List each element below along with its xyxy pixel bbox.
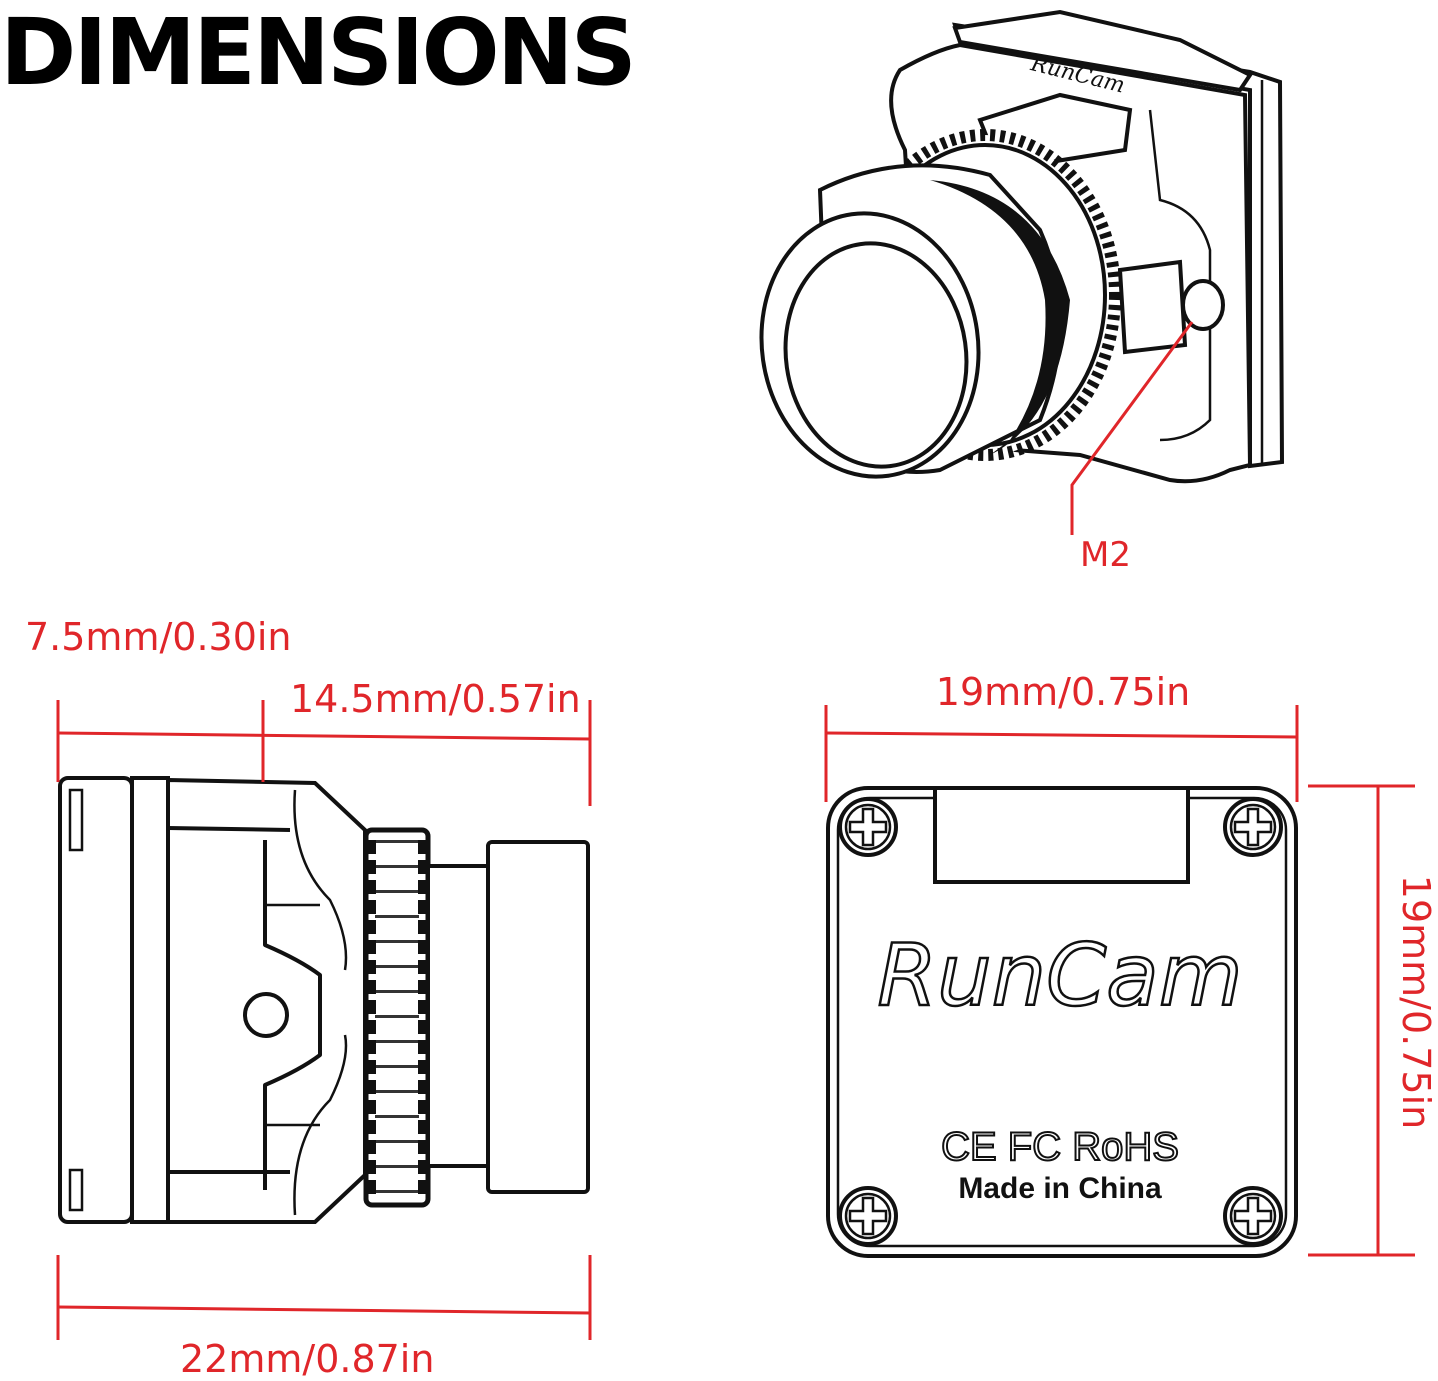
connector-window xyxy=(933,786,1190,884)
back-logo: RunCam xyxy=(877,926,1242,1026)
m2-label: M2 xyxy=(1080,535,1131,575)
side-pcb xyxy=(130,776,170,1224)
back-width-label: 19mm/0.75in xyxy=(936,670,1190,714)
side-screw-hole xyxy=(243,992,289,1038)
side-lens-cap xyxy=(486,840,590,1194)
front-depth-label: 7.5mm/0.30in xyxy=(25,615,292,659)
certification-marks: CE FC RoHS xyxy=(941,1125,1179,1169)
m2-callout-line xyxy=(1070,321,1194,535)
total-length-label: 22mm/0.87in xyxy=(180,1337,434,1381)
screw-icon xyxy=(1223,797,1283,857)
lens-glass xyxy=(783,241,969,469)
screw-icon xyxy=(838,1186,898,1246)
m2-screw-hole xyxy=(1181,279,1225,331)
made-in-label: Made in China xyxy=(958,1172,1162,1205)
connector xyxy=(952,9,1253,93)
back-height-label: 19mm/0.75in xyxy=(1394,875,1438,1129)
lens-front xyxy=(759,211,981,479)
page-title: DIMENSIONS xyxy=(0,0,634,106)
screws xyxy=(838,797,1283,1246)
lens-depth-label: 14.5mm/0.57in xyxy=(290,677,581,721)
bracket-side xyxy=(1117,259,1188,355)
camera-perspective-view: RunCam M2 xyxy=(759,9,1285,575)
camera-side-view: 7.5mm/0.30in 14.5mm/0.57in 22mm/0.87in xyxy=(25,615,592,1381)
screw-icon xyxy=(1223,1186,1283,1246)
side-lens-barrel xyxy=(426,864,490,1168)
screw-icon xyxy=(838,797,898,857)
lens-thread xyxy=(930,180,1070,455)
camera-back-view: RunCam CE FC RoHS Made in China 19mm/0.7… xyxy=(824,670,1438,1258)
